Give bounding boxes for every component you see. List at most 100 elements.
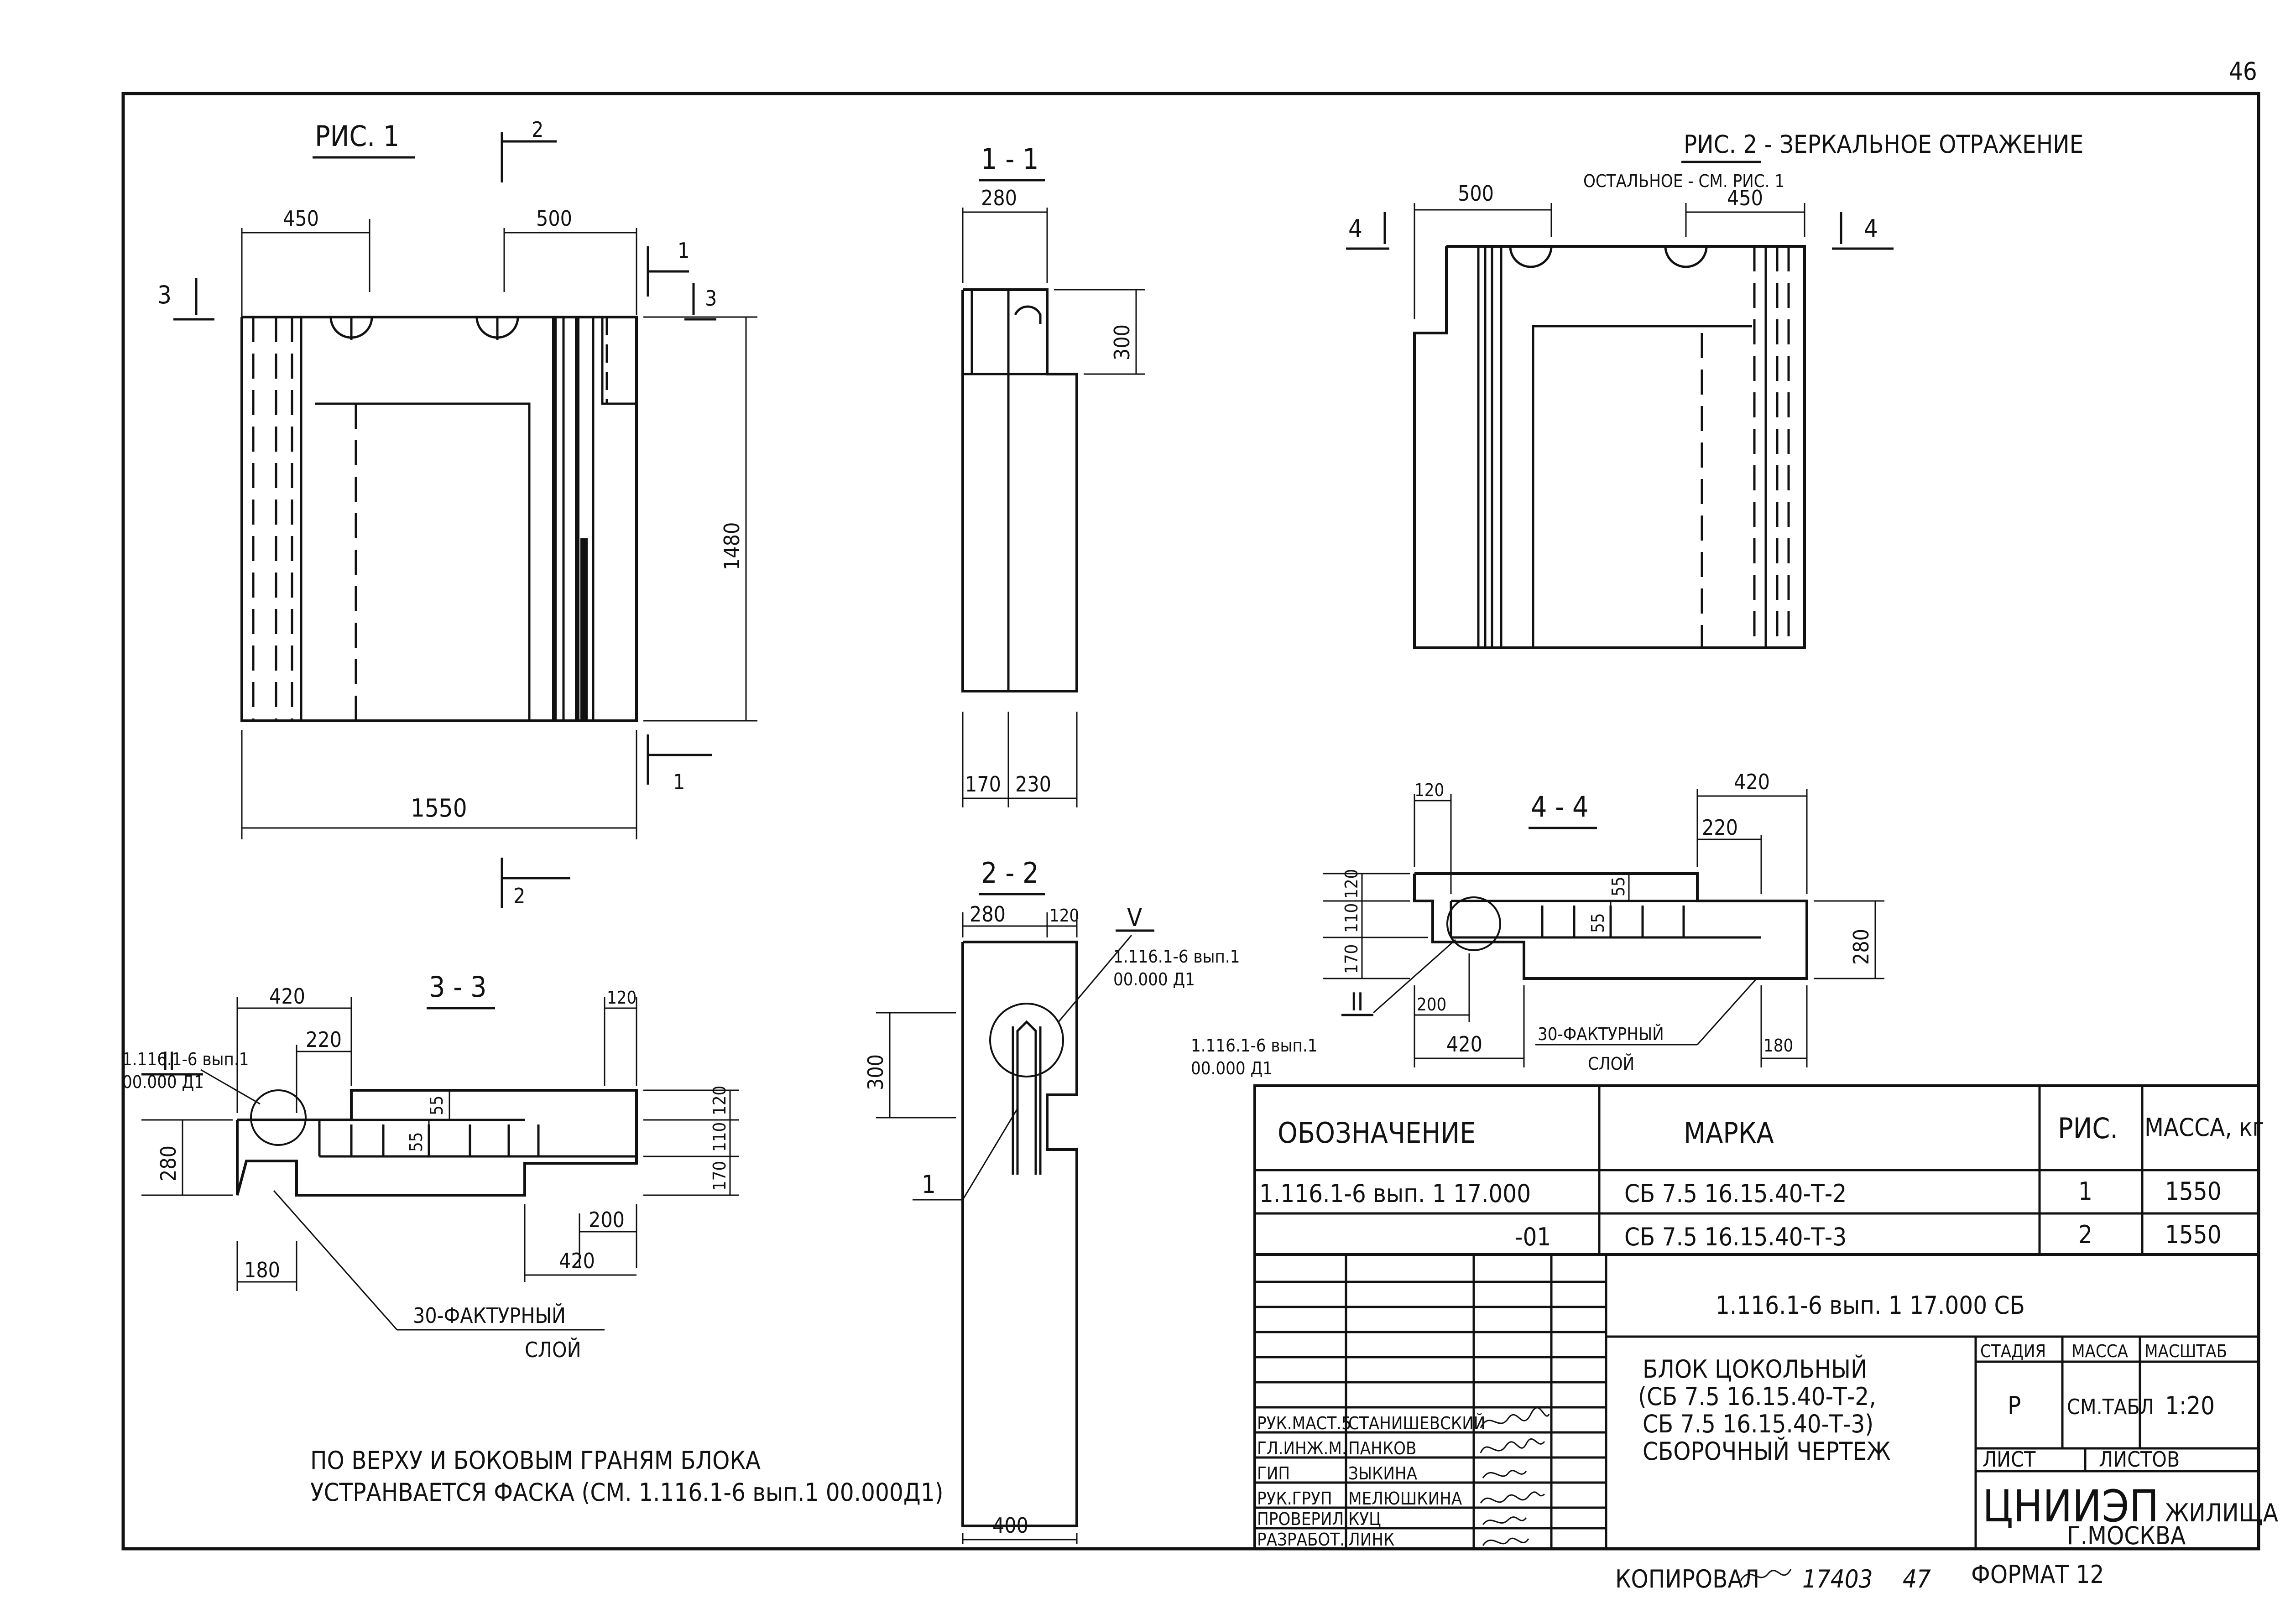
sec33-node-mark: II [162,1047,175,1076]
format-label: ФОРМАТ 12 [1971,1560,2104,1589]
sec33-dim-120v: 120 [710,1086,730,1115]
sec44-title: 4 - 4 [1531,790,1589,823]
sec22-title: 2 - 2 [981,856,1039,890]
sec22-dim-400: 400 [992,1513,1028,1538]
signer-name: МЕЛЮШКИНА [1348,1489,1462,1509]
fig1-cut-3-right: 3 [705,286,717,311]
fig1-cut-3-left: 3 [157,281,172,309]
sec22-node-ref-1: 1.116.1-6 вып.1 [1113,947,1240,967]
tb-org-logo: ЦНИИЭП [1983,1481,2159,1532]
fig2-cut-4-right: 4 [1864,214,1878,243]
sec33-dim-420-top: 420 [269,984,305,1009]
sec22-leader-1: 1 [922,1170,936,1199]
signature [1482,1516,1527,1525]
copy-code: 17403 [1802,1565,1873,1593]
fig1-title: РИС. 1 [315,120,399,153]
tb-org-3: Г.МОСКВА [2067,1521,2186,1550]
tb-mass: СМ.ТАБЛ [2067,1395,2154,1419]
sec22-dim-120: 120 [1049,906,1079,926]
spec-row2-mark: СБ 7.5 16.15.40-Т-3 [1624,1223,1847,1251]
sec33-title: 3 - 3 [429,970,487,1004]
sec33-dim-55b: 55 [406,1132,426,1152]
title-block: 1.116.1-6 вып. 1 17.000 СБ БЛОК ЦОКОЛЬНЫ… [1253,1253,2278,1550]
sec44-dim-180: 180 [1763,1036,1793,1056]
fig1-dim-1480: 1480 [720,522,744,570]
sec33-layer-1: 30-ФАКТУРНЫЙ [413,1303,566,1328]
tb-stage: Р [2008,1391,2021,1420]
signer-role: ГИП [1257,1463,1290,1483]
sec44-layer-1: 30-ФАКТУРНЫЙ [1538,1024,1664,1044]
page-number: 46 [2229,57,2257,86]
fig1-dim-1550: 1550 [411,794,467,822]
sec33-node-ref-1: 1.116.1-6 вып.1 [122,1049,249,1069]
signer-name: КУЦ [1348,1509,1381,1529]
spec-header-fig: РИС. [2058,1112,2118,1145]
sec44-dim-170: 170 [1341,944,1362,974]
sec33-dim-110: 110 [710,1122,730,1152]
general-note: ПО ВЕРХУ И БОКОВЫМ ГРАНЯМ БЛОКА УСТРАНВА… [310,1446,944,1507]
spec-row2-fig: 2 [2078,1220,2092,1249]
tb-mass-label: МАССА [2071,1341,2129,1361]
sec22-dim-300: 300 [863,1054,888,1090]
sec44-dim-280: 280 [1849,929,1873,965]
sec44-dim-120: 120 [1414,780,1444,800]
fig1-cut-2-top: 2 [532,117,543,142]
sec44-dim-55b: 55 [1588,913,1608,933]
figure-1: РИС. 1 450 500 1480 [157,117,757,908]
sec44-dim-420-bot: 420 [1446,1032,1482,1057]
tb-name-4: СБОРОЧНЫЙ ЧЕРТЕЖ [1643,1437,1890,1466]
tb-stage-label: СТАДИЯ [1980,1341,2046,1361]
sec44-dim-200: 200 [1417,994,1446,1015]
tb-name-3: СБ 7.5 16.15.40-Т-3) [1643,1410,1873,1438]
sec33-dim-180: 180 [244,1258,280,1282]
sheet-frame [121,92,2260,1551]
fig1-dim-500: 500 [536,206,572,231]
tb-scale-label: МАСШТАБ [2144,1341,2227,1361]
fig2-title: РИС. 2 - ЗЕРКАЛЬНОЕ ОТРАЖЕНИЕ [1684,130,2083,159]
sec22-node-mark: V [1127,903,1142,932]
sec33-dim-420-bot: 420 [559,1249,595,1273]
sec33-node-ref-2: 00.000 Д1 [122,1072,204,1092]
spec-row2-designation: -01 [1515,1223,1551,1251]
tb-sheet-label: ЛИСТ [1983,1447,2036,1472]
section-2-2: 2 - 2 280 120 300 400 1 V 1.116.1-6 вып.… [863,856,1240,1544]
sec44-layer-2: СЛОЙ [1588,1054,1634,1074]
signer-role: ГЛ.ИНЖ.М. [1257,1438,1347,1458]
tb-code: 1.116.1-6 вып. 1 17.000 СБ [1716,1291,2025,1320]
section-1-1: 1 - 1 280 300 170 230 [961,142,1145,807]
sec33-dim-55a: 55 [427,1096,447,1116]
fig2-dim-450: 450 [1727,186,1763,210]
sec44-node-mark: II [1351,988,1364,1016]
sec11-dim-230: 230 [1015,772,1051,796]
tb-name-1: БЛОК ЦОКОЛЬНЫЙ [1643,1355,1867,1384]
fig2-dim-500: 500 [1458,181,1494,206]
spec-row1-mass: 1550 [2165,1177,2222,1206]
spec-row2-mass: 1550 [2165,1220,2222,1249]
sec44-dim-220: 220 [1702,815,1738,840]
sec22-node-ref-2: 00.000 Д1 [1113,969,1195,989]
figure-2: РИС. 2 - ЗЕРКАЛЬНОЕ ОТРАЖЕНИЕ ОСТАЛЬНОЕ … [1346,130,2083,649]
sec33-dim-120: 120 [607,988,637,1008]
fig1-dim-450: 450 [283,206,319,231]
section-4-4: 4 - 4 120 420 220 55 55 120 110 170 [1191,770,1884,1078]
sec33-dim-280: 280 [156,1145,181,1182]
sec22-dim-280: 280 [970,902,1006,927]
signature [1480,1438,1545,1453]
sec44-dim-120v: 120 [1341,869,1362,899]
sec11-dim-280: 280 [981,186,1017,210]
signer-name: СТАНИШЕВСКИЙ [1348,1413,1485,1433]
tb-name-2: (СБ 7.5 16.15.40-Т-2, [1638,1382,1876,1411]
copy-stamp: КОПИРОВАЛ 17403 47 ФОРМАТ 12 [1615,1560,2104,1593]
spec-row1-designation: 1.116.1-6 вып. 1 17.000 [1259,1179,1531,1208]
sec33-dim-170: 170 [710,1161,730,1191]
tb-org-2: ЖИЛИЩА [2165,1499,2278,1527]
signature [1482,1470,1527,1478]
copy-label: КОПИРОВАЛ [1615,1565,1759,1593]
spec-table: ОБОЗНАЧЕНИЕ МАРКА РИС. МАССА, кг 1.116.1… [1253,1084,2264,1256]
signature [1480,1491,1545,1504]
spec-row1-mark: СБ 7.5 16.15.40-Т-2 [1624,1179,1847,1208]
fig2-cut-4-left: 4 [1348,214,1362,243]
spec-row1-fig: 1 [2078,1177,2092,1206]
signer-name: ПАНКОВ [1348,1438,1416,1458]
